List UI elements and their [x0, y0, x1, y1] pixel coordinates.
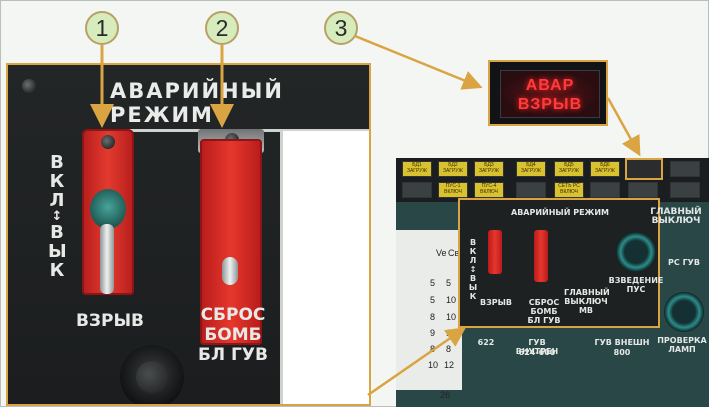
explosion-switch-label: ВЗРЫВ: [75, 311, 145, 331]
table-cell: 10: [446, 328, 457, 338]
annunciator-lamp: ПУС-4 ВКЛЮЧ: [474, 182, 504, 198]
annunciator-lamp: БД1 ЗАГРУЖ: [402, 161, 432, 177]
annunciator-lamp: БД4 ЗАГРУЖ: [516, 161, 546, 177]
annunciator-lamp: [670, 182, 700, 198]
table-cell: 10: [446, 312, 457, 322]
screw-icon: [22, 79, 36, 93]
table-cell: Св: [448, 248, 460, 258]
lamp-check-button[interactable]: [664, 292, 704, 332]
selected-lamp-highlight: [625, 158, 663, 180]
bomb-jettison-switch[interactable]: [198, 129, 264, 349]
toggle-bushing: [90, 189, 126, 229]
table-cell: 8: [430, 344, 436, 354]
mini-explosion-label: ВЗРЫВ: [479, 298, 513, 307]
panel-cutout: [280, 131, 369, 404]
jettison-guard-cover[interactable]: [200, 139, 262, 345]
annunciator-lamp: БД3 ЗАГРУЖ: [474, 161, 504, 177]
callout-3: 3: [324, 11, 358, 45]
annunciator-lamp: БД6 ЗАГРУЖ: [590, 161, 620, 177]
annunciator-lamp: БД5 ЗАГРУЖ: [554, 161, 584, 177]
guv-internal-value: 624-600: [518, 348, 556, 357]
lamp-check-label: ПРОВЕРКА ЛАМП: [657, 336, 707, 354]
screw-icon: [101, 135, 115, 149]
table-cell: 26: [440, 390, 451, 400]
emergency-mode-panel-zoom: АВАРИЙНЫЙ РЕЖИМ В К Л ↕ В Ы К ВЗРЫВ СБРО…: [6, 63, 371, 406]
toggle-lever[interactable]: [100, 224, 114, 294]
annunciator-lamp: СЕТЬ РС ВКЛЮЧ: [554, 182, 584, 198]
table-cell: 8: [430, 312, 436, 322]
subpanel-title: АВАРИЙНЫЙ РЕЖИМ: [511, 208, 609, 217]
callout-2: 2: [205, 11, 239, 45]
indicator-lens: АВАР ВЗРЫВ: [500, 70, 600, 118]
mini-explosion-switch[interactable]: [488, 230, 502, 274]
annunciator-lamp: [670, 161, 700, 177]
guv-internal-label: ГУВ ВНУТРЕН: [515, 338, 559, 356]
jettison-lever[interactable]: [222, 257, 238, 285]
explosion-toggle-switch[interactable]: [82, 129, 134, 299]
indicator-text-line2: ВЗРЫВ: [517, 96, 583, 113]
annunciator-lamp: ПУС-1 ВКЛЮЧ: [438, 182, 468, 198]
cockpit-overview: БД1 ЗАГРУЖ БД2 ЗАГРУЖ БД3 ЗАГРУЖ БД4 ЗАГ…: [396, 158, 709, 407]
table-cell: Ve: [436, 248, 447, 258]
rs-guv-label: РС ГУВ: [668, 258, 700, 267]
rotary-knob[interactable]: [120, 345, 184, 404]
panel-title: АВАРИЙНЫЙ РЕЖИМ: [110, 79, 284, 127]
annunciator-lamp: [402, 182, 432, 198]
avar-explosion-indicator: АВАР ВЗРЫВ: [488, 60, 608, 126]
arming-label: ВЗВЕДЕНИЕ ПУС: [608, 276, 664, 294]
callout-1: 1: [85, 11, 119, 45]
guv-number: 622: [477, 338, 495, 347]
table-cell: 5: [446, 278, 452, 288]
main-off-label: ГЛАВНЫЙ ВЫКЛЮЧ: [650, 207, 702, 226]
annunciator-lamp: [516, 182, 546, 198]
table-cell: 9: [430, 328, 436, 338]
table-cell: 5: [430, 278, 436, 288]
on-off-label: В К Л ↕ В Ы К: [48, 152, 67, 281]
subpanel-on-off: ВКЛ↕ВЫК: [468, 238, 478, 301]
guv-external-label: ГУВ ВНЕШН: [594, 338, 650, 347]
annunciator-lamp: [590, 182, 620, 198]
arming-button[interactable]: [616, 232, 656, 272]
mini-jettison-switch[interactable]: [534, 230, 548, 282]
table-cell: 10: [428, 360, 439, 370]
table-cell: 10: [446, 295, 457, 305]
table-cell: 8: [446, 344, 452, 354]
annunciator-lamp: БД2 ЗАГРУЖ: [438, 161, 468, 177]
table-cell: 5: [430, 295, 436, 305]
jettison-switch-label: СБРОС БОМБ БЛ ГУВ: [198, 305, 268, 365]
main-off-mv-label: ГЛАВНЫЙ ВЫКЛЮЧ МВ: [564, 288, 610, 315]
guv-external-value: 800: [613, 348, 631, 357]
annunciator-lamp: [628, 182, 658, 198]
mini-jettison-label: СБРОС БОМБ БЛ ГУВ: [527, 298, 561, 325]
table-cell: 12: [444, 360, 455, 370]
indicator-text-line1: АВАР: [525, 77, 575, 94]
